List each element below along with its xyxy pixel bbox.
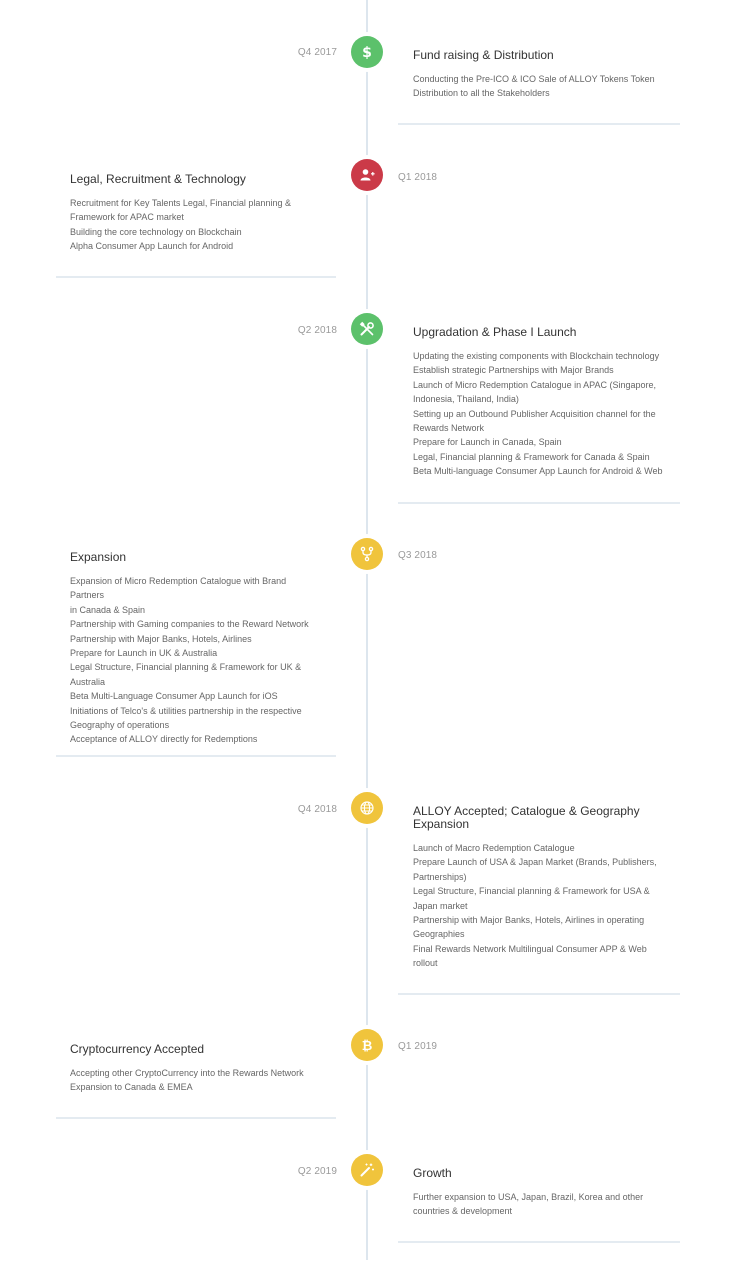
milestone-line: Indonesia, Thailand, India): [413, 394, 519, 405]
timeline-line: [366, 0, 368, 1260]
milestone-line: Setting up an Outbound Publisher Acquisi…: [413, 408, 656, 419]
milestone-line: Rewards Network: [413, 423, 485, 434]
milestone-title: Upgradation & Phase I Launch: [413, 325, 577, 339]
milestone-line: Alpha Consumer App Launch for Android: [70, 241, 234, 252]
milestone-line: Recruitment for Key Talents Legal, Finan…: [70, 198, 291, 208]
milestone-line: Japan market: [413, 900, 468, 911]
milestone-line: Framework for APAC market: [70, 212, 184, 223]
milestone-title: ALLOY Accepted; Catalogue & Geography Ex…: [413, 804, 640, 831]
milestone-node: [351, 792, 383, 824]
milestone-node: [351, 159, 383, 191]
milestone-line: Partnership with Major Banks, Hotels, Ai…: [413, 915, 645, 926]
milestone-date: Q1 2019: [398, 1041, 438, 1052]
milestone-line: Initiations of Telco's & utilities partn…: [70, 705, 302, 716]
milestone-card: ALLOY Accepted; Catalogue & Geography Ex…: [398, 805, 680, 995]
add-user-icon: [359, 167, 375, 183]
milestone-line: Prepare for Launch in Canada, Spain: [413, 437, 562, 448]
milestone-line: Accepting other CryptoCurrency into the …: [70, 1068, 304, 1078]
milestone-card: Legal, Recruitment & Technology Recruitm…: [56, 173, 336, 278]
milestone-line: Beta Multi-Language Consumer App Launch …: [70, 691, 278, 702]
svg-text:$: $: [362, 45, 372, 60]
milestone-line: Prepare Launch of USA & Japan Market (Br…: [413, 857, 657, 868]
milestone-line: Legal Structure, Financial planning & Fr…: [413, 886, 650, 897]
milestone-line: Acceptance of ALLOY directly for Redempt…: [70, 734, 258, 745]
milestone-line: Prepare for Launch in UK & Australia: [70, 648, 218, 659]
milestone-line: Building the core technology on Blockcha…: [70, 226, 242, 237]
dollar-icon: $: [359, 44, 375, 60]
globe-icon: [359, 800, 375, 816]
milestone-line: Establish strategic Partnerships with Ma…: [413, 365, 614, 376]
milestone-title: Growth: [413, 1166, 452, 1180]
milestone-line: Launch of Macro Redemption Catalogue: [413, 843, 575, 853]
milestone-line: Expansion to Canada & EMEA: [70, 1082, 193, 1093]
milestone-line: Legal, Financial planning & Framework fo…: [413, 451, 650, 462]
milestone-node: [351, 538, 383, 570]
milestone-line: Updating the existing components with Bl…: [413, 351, 660, 361]
milestone-line: Conducting the Pre-ICO & ICO Sale of ALL…: [413, 74, 655, 84]
milestone-node: $: [351, 36, 383, 68]
milestone-card: Expansion Expansion of Micro Redemption …: [56, 551, 336, 757]
milestone-title: Legal, Recruitment & Technology: [70, 172, 246, 186]
milestone-line: Geography of operations: [70, 720, 170, 731]
milestone-line: in Canada & Spain: [70, 604, 146, 615]
milestone-line: rollout: [413, 958, 438, 969]
milestone-title: Expansion: [70, 550, 127, 564]
milestone-line: Legal Structure, Financial planning & Fr…: [70, 662, 302, 673]
milestone-date: Q4 2017: [297, 47, 337, 58]
milestone-card: Cryptocurrency Accepted Accepting other …: [56, 1043, 336, 1119]
milestone-card: Growth Further expansion to USA, Japan, …: [398, 1167, 680, 1243]
milestone-line: Beta Multi-language Consumer App Launch …: [413, 466, 663, 477]
milestone-date: Q1 2018: [398, 172, 438, 183]
svg-text:₿: ₿: [362, 1039, 373, 1053]
magic-wand-icon: [359, 1162, 375, 1178]
milestone-line: Partnership with Gaming companies to the…: [70, 619, 309, 630]
milestone-line: Partnership with Major Banks, Hotels, Ai…: [70, 633, 252, 644]
milestone-date: Q4 2018: [297, 804, 337, 815]
milestone-line: Distribution to all the Stakeholders: [413, 88, 550, 99]
milestone-node: [351, 1154, 383, 1186]
milestone-line: Expansion of Micro Redemption Catalogue …: [70, 576, 287, 601]
milestone-line: Geographies: [413, 929, 465, 940]
milestone-line: Final Rewards Network Multilingual Consu…: [413, 943, 647, 954]
milestone-date: Q2 2018: [297, 325, 337, 336]
milestone-node: [351, 313, 383, 345]
milestone-line: countries & development: [413, 1206, 513, 1217]
bitcoin-icon: ₿: [359, 1037, 375, 1053]
milestone-line: Partnerships): [413, 871, 467, 882]
tools-icon: [359, 321, 375, 337]
milestone-line: Launch of Micro Redemption Catalogue in …: [413, 379, 656, 390]
milestone-date: Q3 2018: [398, 550, 438, 561]
branch-icon: [359, 546, 375, 562]
milestone-title: Fund raising & Distribution: [413, 48, 554, 62]
milestone-line: Australia: [70, 676, 106, 687]
milestone-line: Further expansion to USA, Japan, Brazil,…: [413, 1192, 644, 1202]
milestone-card: Fund raising & Distribution Conducting t…: [398, 49, 680, 125]
milestone-title: Cryptocurrency Accepted: [70, 1042, 205, 1056]
milestone-date: Q2 2019: [297, 1166, 337, 1177]
milestone-node: ₿: [351, 1029, 383, 1061]
milestone-card: Upgradation & Phase I Launch Updating th…: [398, 326, 680, 504]
